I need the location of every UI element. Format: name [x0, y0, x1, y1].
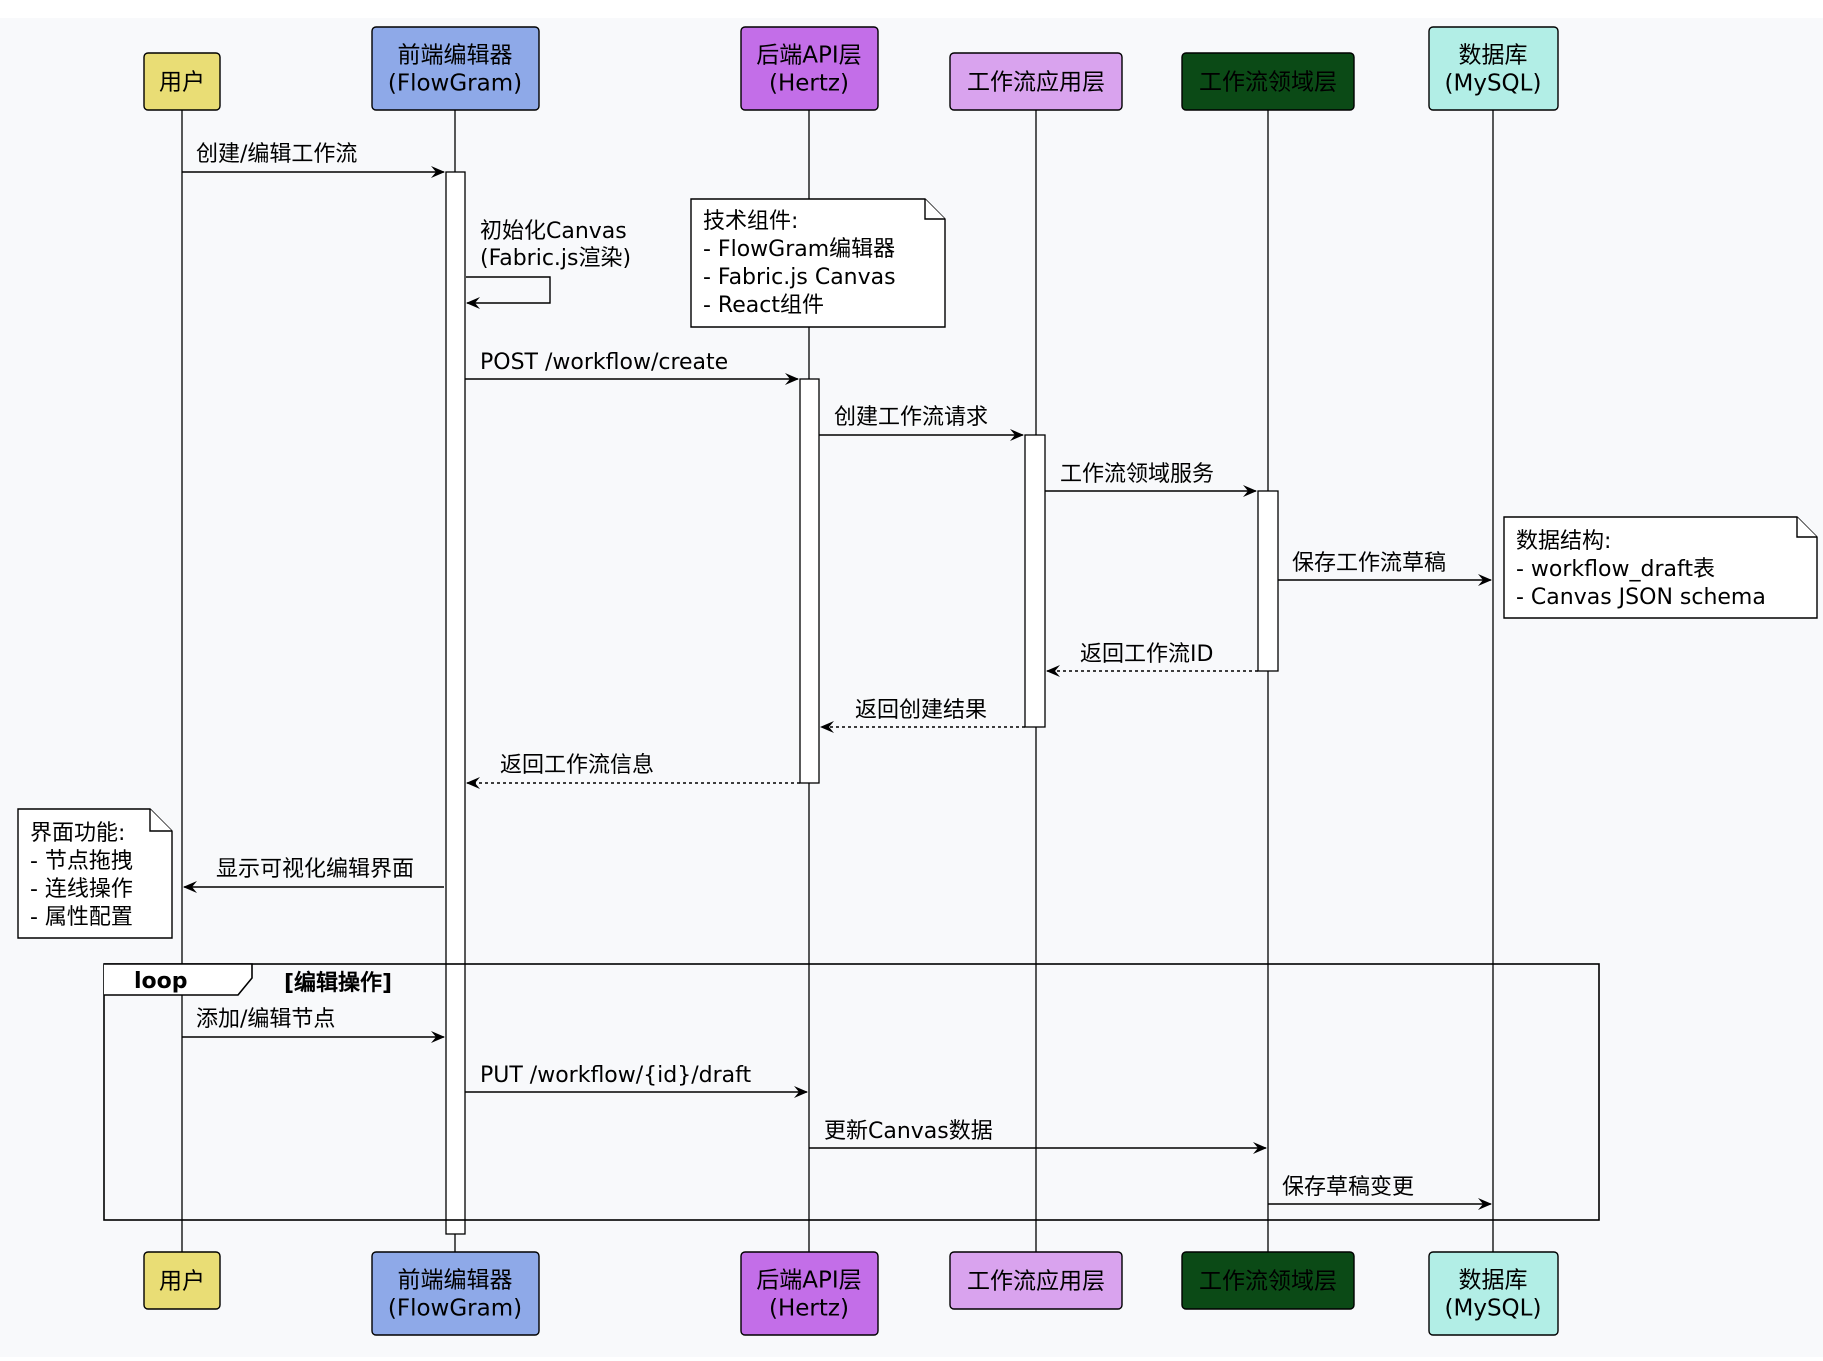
participant-box: [1428, 26, 1559, 111]
participant-backend-top: 后端API层(Hertz): [740, 26, 879, 111]
note-tech-text: 技术组件: - FlowGram编辑器 - Fabric.js Canvas -…: [703, 209, 903, 318]
message-self-label: 初始化Canvas (Fabric.js渲染): [480, 219, 634, 271]
participant-box: [371, 1251, 540, 1336]
message-label: PUT /workflow/{id}/draft: [480, 1063, 752, 1088]
participant-label: (MySQL): [1445, 1296, 1542, 1322]
participant-label: 工作流领域层: [1199, 70, 1337, 96]
participant-label: 数据库: [1459, 1268, 1528, 1294]
note-data-shape: [1503, 516, 1818, 619]
note-ui-line-1: 界面功能:: [30, 821, 125, 846]
message-label: 返回创建结果: [855, 698, 987, 723]
participant-label: 前端编辑器: [398, 1268, 513, 1294]
participant-label: 后端API层: [756, 1268, 861, 1294]
participant-box: [143, 1251, 221, 1310]
participant-label: (FlowGram): [388, 71, 522, 97]
participant-domain-bottom: 工作流领域层: [1181, 1251, 1355, 1310]
note-tech-shape: [690, 198, 946, 328]
participant-label: (FlowGram): [388, 1296, 522, 1322]
self-label-line-1: 初始化Canvas: [480, 219, 627, 244]
message-label: 保存工作流草稿: [1292, 551, 1446, 576]
participant-frontend-top: 前端编辑器(FlowGram): [371, 26, 540, 111]
participant-db-bottom: 数据库(MySQL): [1428, 1251, 1559, 1336]
activation-app: [1024, 434, 1046, 728]
participant-label: 工作流应用层: [967, 1269, 1105, 1295]
participant-box: [949, 52, 1123, 111]
loop-frame: loop [编辑操作]: [103, 963, 1600, 1221]
message-label: 返回工作流信息: [500, 753, 654, 778]
participant-box: [949, 1251, 1123, 1310]
loop-box: [103, 963, 1600, 1221]
message-self-arrow: [466, 276, 551, 309]
participants-top: 用户 前端编辑器(FlowGram) 后端API层(Hertz) 工作流应用层 工作流领…: [143, 26, 1559, 111]
note-data-text: 数据结构: - workflow_draft表 - Canvas JSON sc…: [1516, 529, 1766, 610]
note-data-line-2: - workflow_draft表: [1516, 557, 1715, 582]
message-label: 工作流领域服务: [1060, 462, 1214, 487]
message-label: 保存草稿变更: [1282, 1175, 1414, 1200]
participant-backend-bottom: 后端API层(Hertz): [740, 1251, 879, 1336]
participant-box: [1428, 1251, 1559, 1336]
participant-box: [740, 1251, 879, 1336]
participant-label: (MySQL): [1445, 71, 1542, 97]
participant-box: [1181, 1251, 1355, 1310]
participant-db-top: 数据库(MySQL): [1428, 26, 1559, 111]
participant-label: 工作流领域层: [1199, 1269, 1337, 1295]
loop-keyword: loop: [134, 969, 188, 994]
note-ui-line-2: - 节点拖拽: [30, 849, 133, 874]
note-tech-line-4: - React组件: [703, 293, 824, 318]
participant-label: 前端编辑器: [398, 43, 513, 69]
participant-user-bottom: 用户: [143, 1251, 221, 1310]
activation-backend: [799, 378, 820, 784]
message-label: 更新Canvas数据: [824, 1119, 993, 1144]
participant-frontend-bottom: 前端编辑器(FlowGram): [371, 1251, 540, 1336]
loop-condition: [编辑操作]: [284, 970, 392, 996]
participant-box: [740, 26, 879, 111]
message-label: 创建/编辑工作流: [196, 142, 357, 167]
participant-label: 数据库: [1459, 43, 1528, 69]
note-data-fold: [1796, 517, 1817, 538]
message-label: 返回工作流ID: [1080, 642, 1213, 667]
note-tech-line-1: 技术组件:: [703, 209, 798, 234]
loop-label-tab: [104, 963, 253, 996]
participant-label: (Hertz): [769, 1296, 849, 1322]
participant-box: [1181, 52, 1355, 111]
message-label: 创建工作流请求: [834, 405, 988, 430]
activation-domain: [1257, 490, 1279, 672]
participant-domain-top: 工作流领域层: [1181, 52, 1355, 111]
participant-label: 用户: [159, 70, 205, 96]
participant-box: [371, 26, 540, 111]
participant-app-top: 工作流应用层: [949, 52, 1123, 111]
self-label-line-2: (Fabric.js渲染): [480, 246, 631, 271]
note-ui-line-3: - 连线操作: [30, 877, 133, 902]
note-data-line-3: - Canvas JSON schema: [1516, 585, 1766, 610]
message-label: POST /workflow/create: [480, 350, 728, 375]
note-tech: 技术组件: - FlowGram编辑器 - Fabric.js Canvas -…: [690, 198, 946, 328]
note-data: 数据结构: - workflow_draft表 - Canvas JSON sc…: [1503, 516, 1818, 619]
participants-bottom: 用户 前端编辑器(FlowGram) 后端API层(Hertz) 工作流应用层 工作流领…: [143, 1251, 1559, 1336]
participant-box: [143, 52, 221, 111]
activation-frontend: [445, 171, 466, 1235]
messages: 创建/编辑工作流 初始化Canvas (Fabric.js渲染) POST /w…: [182, 142, 1492, 1210]
participant-label: (Hertz): [769, 71, 849, 97]
note-ui-line-4: - 属性配置: [30, 905, 133, 930]
note-ui-fold: [149, 809, 172, 832]
participant-label: 工作流应用层: [967, 70, 1105, 96]
message-label: 添加/编辑节点: [196, 1007, 335, 1032]
activation-bars: [445, 171, 1279, 1235]
note-tech-line-2: - FlowGram编辑器: [703, 237, 895, 262]
note-tech-line-3: - Fabric.js Canvas: [703, 265, 896, 290]
note-data-line-1: 数据结构:: [1516, 529, 1611, 554]
participant-app-bottom: 工作流应用层: [949, 1251, 1123, 1310]
participant-user-top: 用户: [143, 52, 221, 111]
participant-label: 后端API层: [756, 43, 861, 69]
participant-label: 用户: [159, 1269, 205, 1295]
note-ui-shape: [17, 808, 173, 939]
note-ui-text: 界面功能: - 节点拖拽 - 连线操作 - 属性配置: [30, 821, 140, 930]
note-ui: 界面功能: - 节点拖拽 - 连线操作 - 属性配置: [17, 808, 173, 939]
message-label: 显示可视化编辑界面: [216, 857, 414, 882]
note-tech-fold: [924, 199, 945, 220]
